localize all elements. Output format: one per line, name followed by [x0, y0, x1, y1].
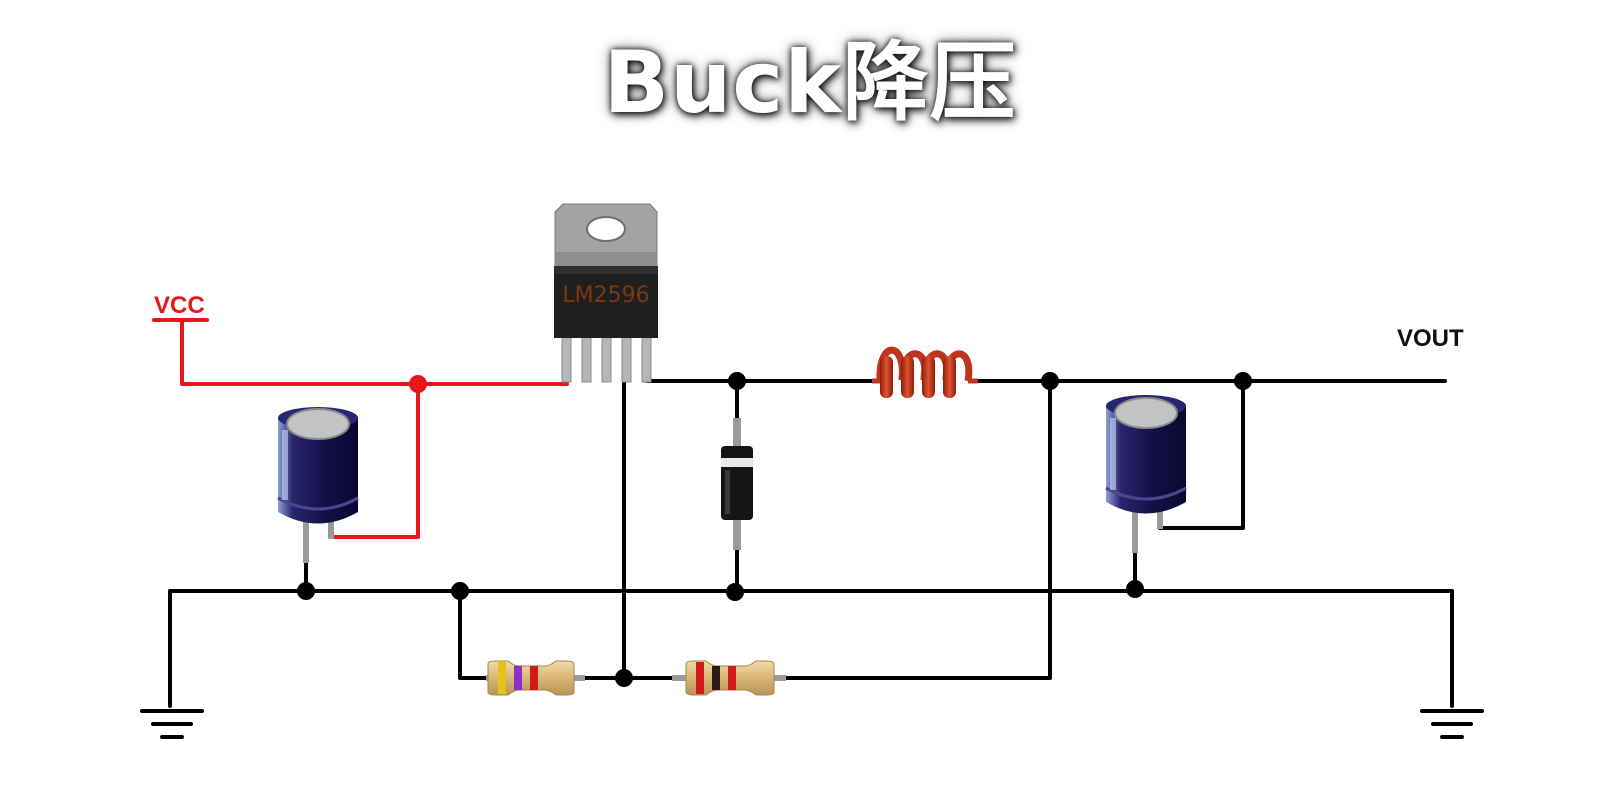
- junction-dot: [615, 669, 633, 687]
- junction-dot: [726, 583, 744, 601]
- chip-body: [554, 266, 658, 338]
- junction-dot: [1234, 372, 1252, 390]
- input-cap-positive-wire: [330, 382, 420, 539]
- vcc-junction: [409, 375, 427, 393]
- diode-icon: [721, 418, 753, 550]
- ground-icon: [140, 709, 204, 739]
- capacitor-icon: [1105, 395, 1187, 553]
- capacitor-icon: [277, 407, 359, 563]
- vcc-net: VCC: [152, 292, 569, 539]
- junction-dot: [1041, 372, 1059, 390]
- ground-icon: [1420, 709, 1484, 739]
- circuit-wires: [168, 379, 1454, 708]
- ground-rail: [168, 589, 1454, 708]
- junction-dot: [451, 582, 469, 600]
- inductor-icon: [872, 346, 978, 398]
- junction-dot: [728, 372, 746, 390]
- output-cap-positive-wire: [1158, 379, 1245, 530]
- divider-ground-wire: [458, 589, 488, 680]
- junctions: [297, 372, 1252, 687]
- junction-dot: [297, 582, 315, 600]
- chip-label: LM2596: [562, 283, 649, 308]
- regulator-chip: LM2596: [554, 203, 658, 383]
- vcc-label: VCC: [154, 292, 205, 319]
- junction-dot: [1126, 580, 1144, 598]
- divider-top-wire: [784, 379, 1052, 680]
- vcc-wire: [180, 318, 569, 386]
- resistor-icon: [486, 660, 585, 696]
- diagram-title: Buck降压: [603, 33, 1017, 133]
- mounting-hole: [586, 216, 626, 242]
- chip-pins: [561, 333, 652, 383]
- vout-label: VOUT: [1397, 325, 1464, 352]
- resistor-icon: [672, 660, 786, 696]
